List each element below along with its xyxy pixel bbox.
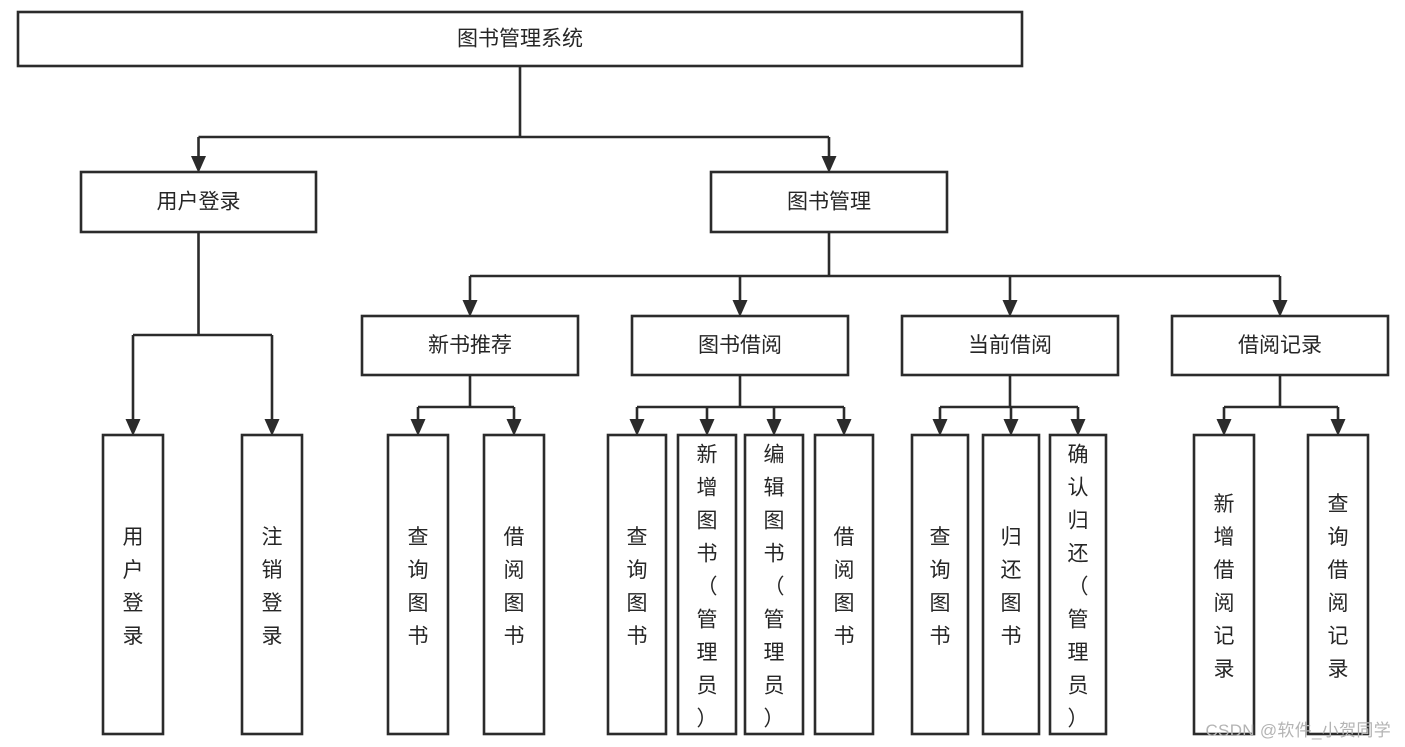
node-leaf-add-book[interactable]: 新增图书（管理员） [676,433,738,736]
node-label: 用户登录 [123,526,144,648]
node-label: 新增借阅记录 [1214,493,1235,681]
node-label: 查询图书 [930,526,951,648]
node-leaf-query-record[interactable]: 查询借阅记录 [1306,433,1370,736]
node-leaf-query-book-2[interactable]: 查询图书 [606,433,668,736]
node-leaf-edit-book[interactable]: 编辑图书（管理员） [743,433,805,736]
node-box [743,433,805,736]
edge-group-current-borrow [932,375,1086,436]
node-label: 图书借阅 [698,334,782,357]
arrow-head [506,419,522,436]
node-leaf-borrow-book-1[interactable]: 借阅图书 [482,433,546,736]
arrow-head [1002,300,1018,317]
arrow-head [125,419,141,436]
node-root[interactable]: 图书管理系统 [16,10,1024,68]
watermark-text: CSDN @软件_小贺同学 [1205,721,1391,740]
node-box [360,314,580,377]
node-label: 图书管理 [787,191,871,214]
node-label: 归还图书 [1001,526,1022,648]
arrow-head [766,419,782,436]
node-leaf-query-book-3[interactable]: 查询图书 [910,433,970,736]
node-label: 借阅图书 [834,526,855,648]
node-book-borrow[interactable]: 图书借阅 [630,314,850,377]
node-leaf-confirm-return[interactable]: 确认归还（管理员） [1048,433,1108,736]
node-box [1170,314,1390,377]
node-box [1192,433,1256,736]
node-label: 注销登录 [262,526,283,648]
arrow-head [732,300,748,317]
node-box [1306,433,1370,736]
node-leaf-borrow-book-2[interactable]: 借阅图书 [813,433,875,736]
nodes-layer: 图书管理系统用户登录图书管理新书推荐图书借阅当前借阅借阅记录用户登录注销登录查询… [16,10,1390,736]
node-box [900,314,1120,377]
arrow-head [932,419,948,436]
arrow-head [410,419,426,436]
edge-group-new-book-rec [410,375,522,436]
edge-group-borrow-record [1216,375,1346,436]
node-label: 确认归还（管理员） [1068,444,1089,731]
arrow-head [1216,419,1232,436]
arrow-head [1272,300,1288,317]
node-label: 新增图书（管理员） [697,444,718,731]
node-label: 借阅图书 [504,526,525,648]
node-leaf-query-book-1[interactable]: 查询图书 [386,433,450,736]
node-box [79,170,318,234]
edge-group-user-login [125,232,280,436]
arrow-head [1003,419,1019,436]
node-box [676,433,738,736]
node-box [1048,433,1108,736]
arrow-head [264,419,280,436]
arrow-head [462,300,478,317]
node-label: 查询图书 [408,526,429,648]
node-current-borrow[interactable]: 当前借阅 [900,314,1120,377]
node-leaf-return-book[interactable]: 归还图书 [981,433,1041,736]
node-box [482,433,546,736]
node-label: 新书推荐 [428,334,512,357]
node-box [813,433,875,736]
edge-group-book-manage [462,232,1288,317]
node-book-manage[interactable]: 图书管理 [709,170,949,234]
node-label: 当前借阅 [968,334,1052,357]
node-leaf-add-record[interactable]: 新增借阅记录 [1192,433,1256,736]
node-box [981,433,1041,736]
node-user-login[interactable]: 用户登录 [79,170,318,234]
edges-layer [125,66,1346,436]
arrow-head [821,156,837,173]
arrow-head [191,156,206,173]
arrow-head [1330,419,1346,436]
node-label: 借阅记录 [1238,334,1322,357]
arrow-head [836,419,852,436]
node-box [606,433,668,736]
edge-group-book-borrow [629,375,852,436]
node-label: 编辑图书（管理员） [764,444,785,731]
node-box [709,170,949,234]
node-box [910,433,970,736]
edge-group-root [191,66,837,173]
node-box [16,10,1024,68]
node-borrow-record[interactable]: 借阅记录 [1170,314,1390,377]
arrow-head [699,419,715,436]
node-label: 图书管理系统 [457,28,583,51]
node-leaf-user-login[interactable]: 用户登录 [101,433,165,736]
node-label: 查询图书 [627,526,648,648]
node-leaf-logout[interactable]: 注销登录 [240,433,304,736]
node-box [240,433,304,736]
node-label: 用户登录 [157,191,241,214]
arrow-head [629,419,645,436]
node-new-book-rec[interactable]: 新书推荐 [360,314,580,377]
arrow-head [1070,419,1086,436]
node-label: 查询借阅记录 [1328,493,1349,681]
node-box [386,433,450,736]
node-box [630,314,850,377]
node-box [101,433,165,736]
